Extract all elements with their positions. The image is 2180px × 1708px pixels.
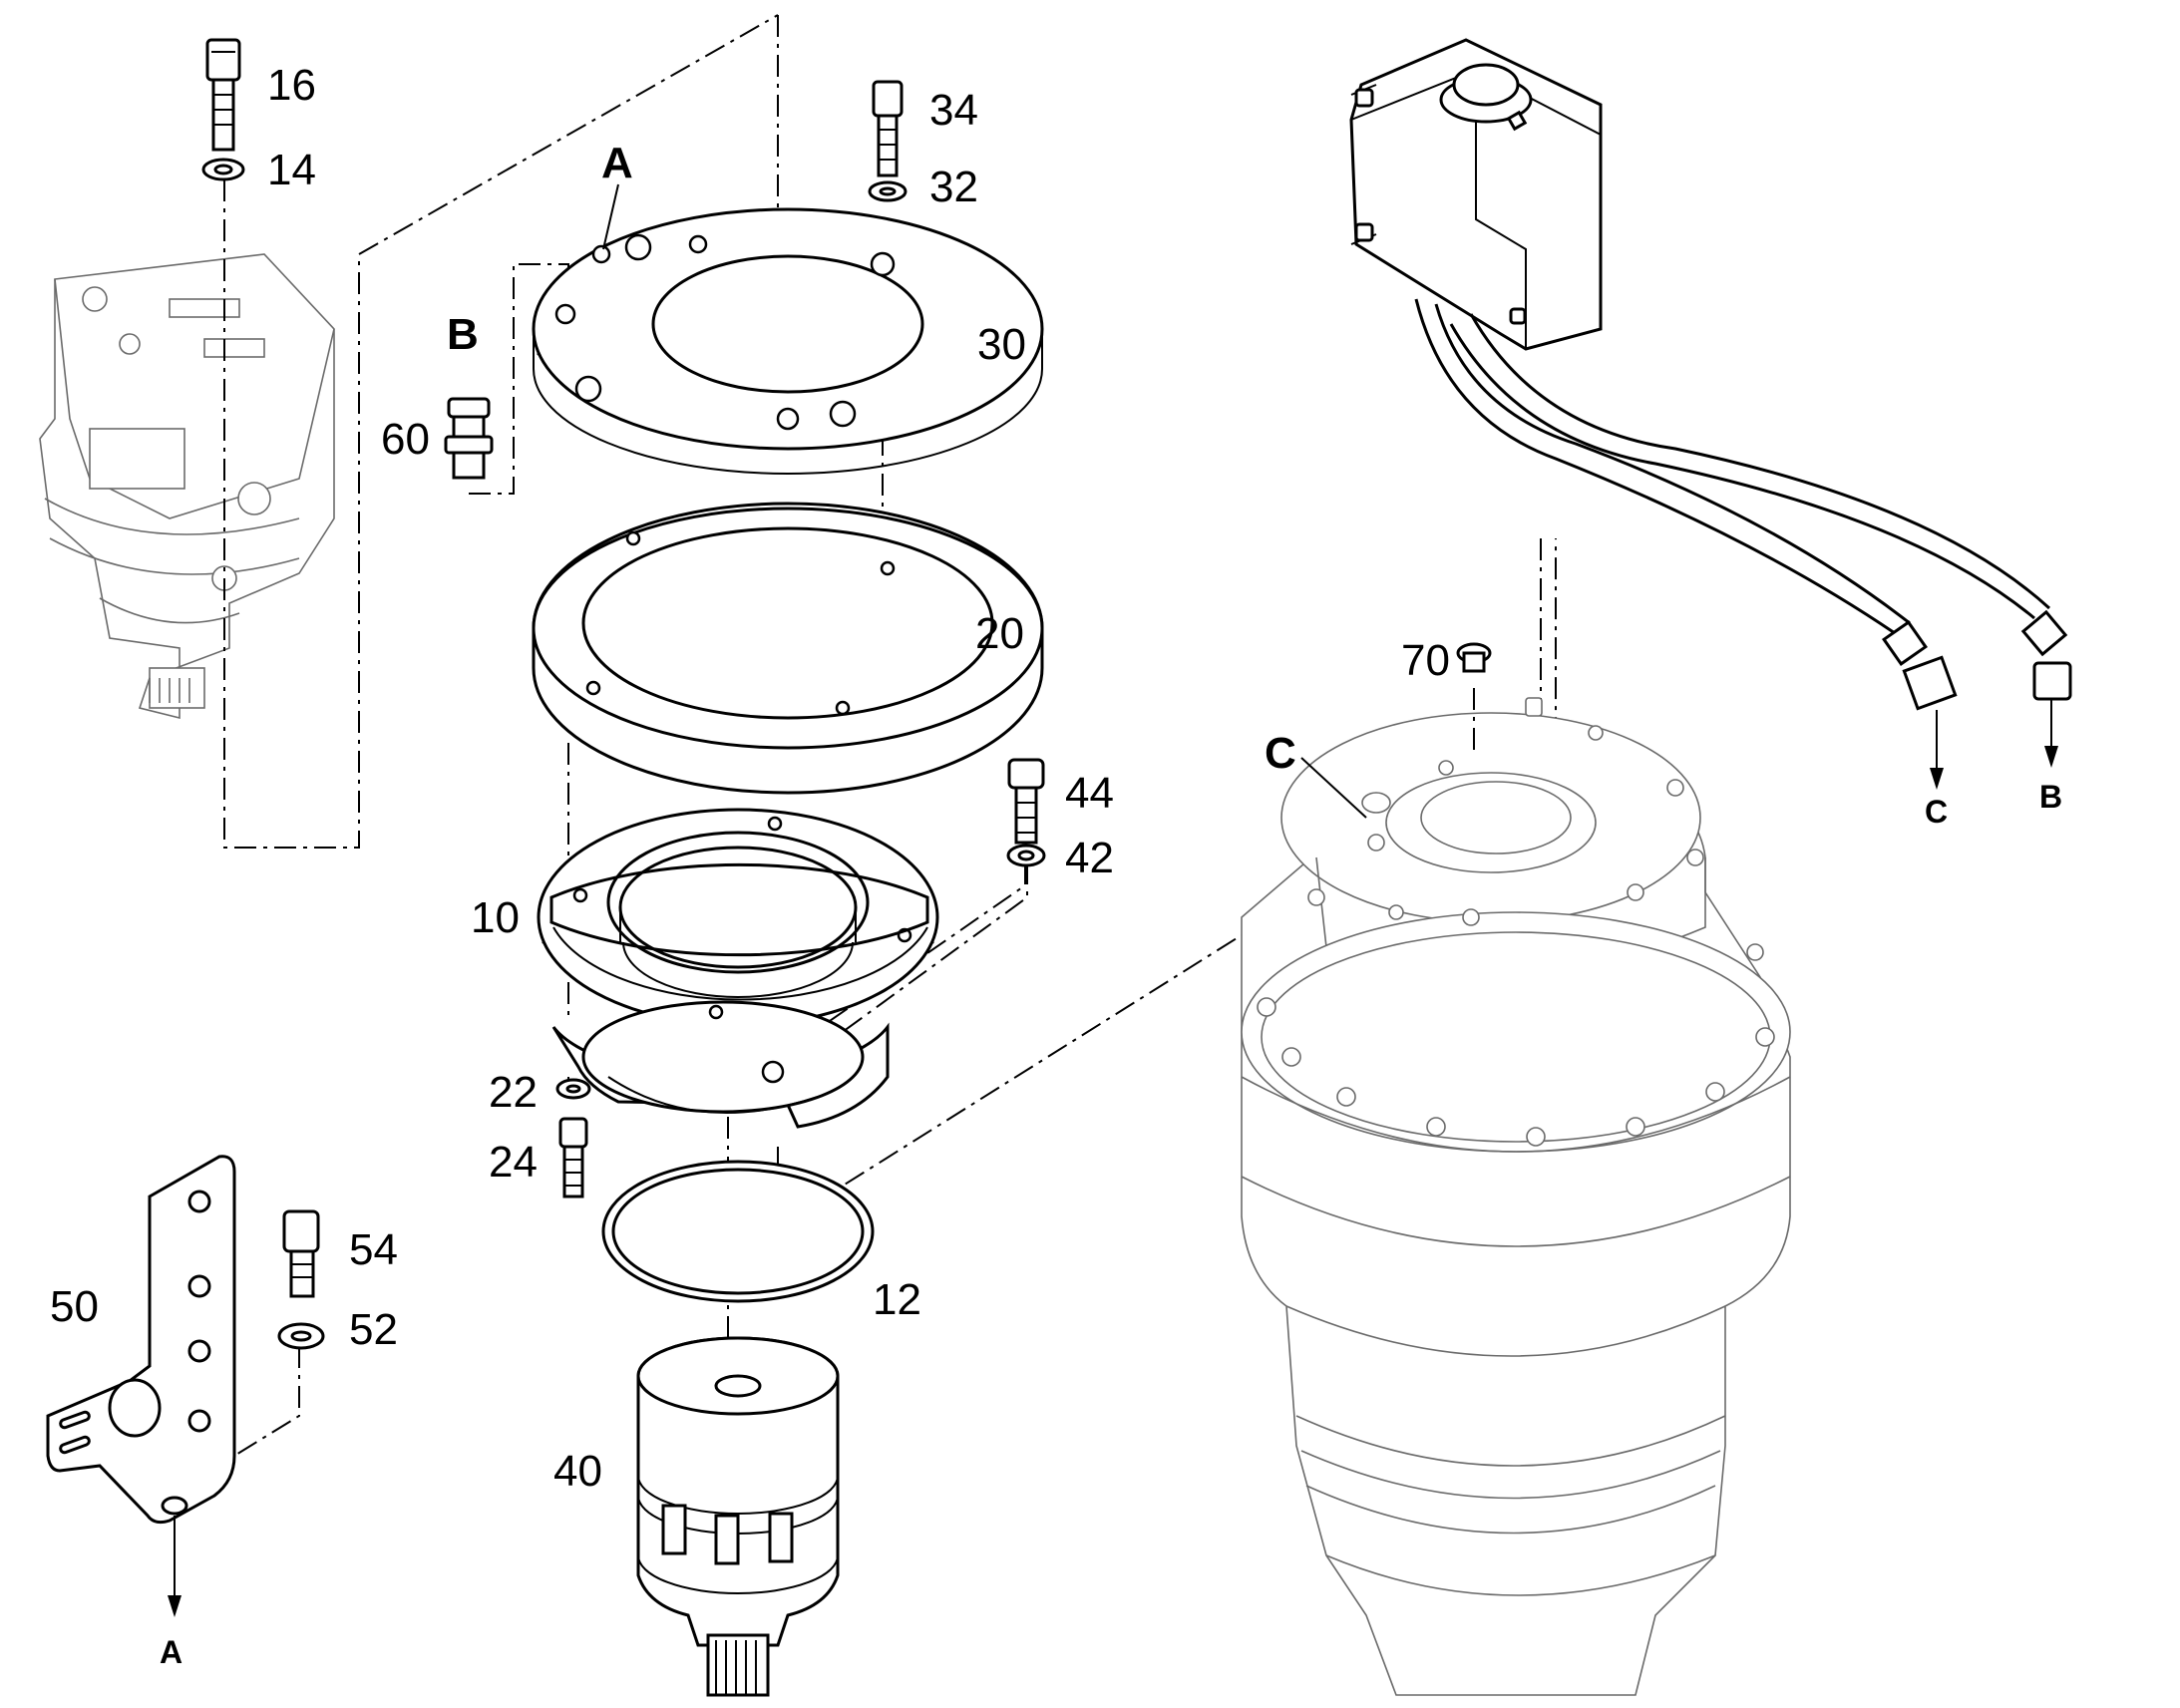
flange-10-disk [549, 862, 929, 957]
fitting-60 [444, 397, 494, 480]
spacer-ring-20 [532, 502, 1044, 795]
valve-block [1349, 38, 1603, 351]
label-54: 54 [349, 1225, 398, 1274]
ref-a-bracket: A [160, 1634, 182, 1670]
label-24: 24 [489, 1138, 538, 1187]
label-10: 10 [471, 893, 520, 942]
flange-10 [537, 808, 939, 1129]
label-20: 20 [975, 609, 1024, 658]
label-14: 14 [267, 146, 316, 194]
label-44: 44 [1065, 769, 1114, 818]
washer-14 [201, 158, 245, 181]
bolt-24 [558, 1117, 588, 1198]
hose-pair [1414, 298, 2072, 711]
label-50: 50 [50, 1282, 99, 1331]
label-70: 70 [1401, 636, 1450, 685]
bolt-44 [1007, 758, 1045, 845]
ref-b-fitting: B [447, 310, 479, 359]
arrow-c-hose [1930, 710, 1944, 790]
label-30: 30 [977, 320, 1026, 369]
label-16: 16 [267, 61, 316, 110]
plug-70 [1456, 642, 1492, 673]
bolt-54 [282, 1209, 320, 1298]
label-22: 22 [489, 1068, 538, 1117]
bolt-34 [872, 80, 904, 177]
bolt-16 [205, 38, 241, 152]
gearbox [1241, 697, 1791, 1696]
washer-42 [1006, 844, 1046, 867]
coupling-40 [636, 1336, 840, 1697]
ref-b-hose: B [2039, 779, 2062, 815]
washer-52 [277, 1322, 325, 1350]
label-42: 42 [1065, 834, 1114, 882]
bracket-50 [46, 1155, 236, 1525]
ref-c-gearbox: C [1265, 729, 1296, 778]
o-ring-12 [601, 1160, 875, 1303]
washer-22 [555, 1078, 591, 1100]
ref-a-plate: A [601, 139, 633, 187]
label-12: 12 [873, 1275, 921, 1324]
label-34: 34 [929, 86, 978, 135]
label-32: 32 [929, 163, 978, 211]
arrow-a-bracket [168, 1516, 182, 1617]
label-60: 60 [381, 415, 430, 464]
ref-c-hose: C [1925, 794, 1948, 830]
washer-32 [868, 180, 908, 202]
hydraulic-motor [39, 253, 335, 720]
label-52: 52 [349, 1305, 398, 1354]
adapter-plate-30 [532, 207, 1044, 475]
label-40: 40 [553, 1447, 602, 1496]
arrow-b-hose [2044, 700, 2058, 768]
